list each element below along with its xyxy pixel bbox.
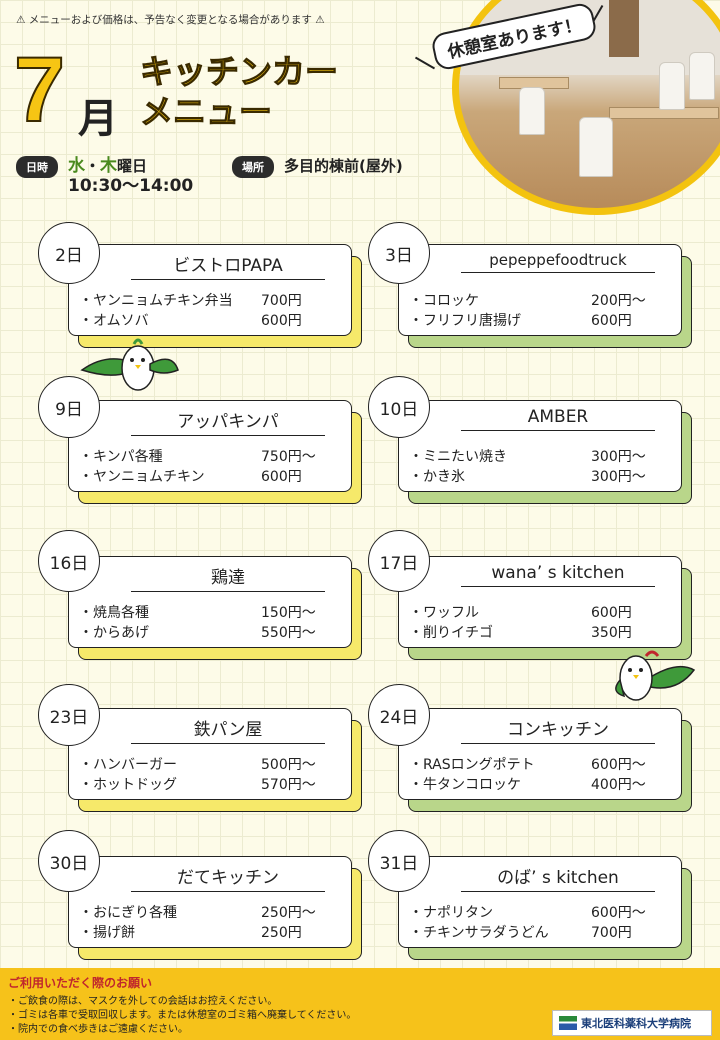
- menu-price: 700円: [261, 293, 302, 309]
- menu-card: 鶏達 ・焼鳥各種 150円〜 ・からあげ 550円〜: [68, 556, 362, 660]
- title-line-1: キッチンカー: [139, 51, 338, 91]
- date-circle: 2日: [38, 222, 100, 284]
- menu-item: ・かき氷: [409, 469, 465, 485]
- menu-item: ・からあげ: [79, 625, 149, 641]
- menu-price: 400円〜: [591, 777, 646, 793]
- menu-card: wana’ s kitchen ・ワッフル 600円 ・削りイチゴ 350円: [398, 556, 692, 660]
- date-circle: 17日: [368, 530, 430, 592]
- place-text: 多目的棟前(屋外): [284, 157, 403, 175]
- date-circle: 30日: [38, 830, 100, 892]
- vendor-name: wana’ s kitchen: [461, 563, 655, 587]
- menu-price: 750円〜: [261, 449, 316, 465]
- menu-price: 250円: [261, 925, 302, 941]
- menu-card: だてキッチン ・おにぎり各種 250円〜 ・揚げ餅 250円: [68, 856, 362, 960]
- footer-note: ・院内での食べ歩きはご遠慮ください。: [8, 1024, 188, 1035]
- vendor-name: アッパキンパ: [131, 407, 325, 436]
- menu-price: 500円〜: [261, 757, 316, 773]
- menu-price: 150円〜: [261, 605, 316, 621]
- vendor-name: のば’ s kitchen: [461, 863, 655, 892]
- menu-price: 600円: [261, 469, 302, 485]
- menu-item: ・ワッフル: [409, 605, 479, 621]
- menu-item: ・チキンサラダうどん: [409, 925, 549, 941]
- menu-item: ・焼鳥各種: [79, 605, 149, 621]
- menu-item: ・オムソバ: [79, 313, 149, 329]
- menu-price: 570円〜: [261, 777, 316, 793]
- menu-card: 鉄パン屋 ・ハンバーガー 500円〜 ・ホットドッグ 570円〜: [68, 708, 362, 812]
- date-circle: 23日: [38, 684, 100, 746]
- place-info: 場所 多目的棟前(屋外): [232, 156, 403, 178]
- place-label: 場所: [232, 156, 274, 178]
- menu-item: ・牛タンコロッケ: [409, 777, 521, 793]
- vendor-name: pepeppefoodtruck: [461, 251, 655, 273]
- menu-item: ・ミニたい焼き: [409, 449, 507, 465]
- menu-item: ・ホットドッグ: [79, 777, 177, 793]
- bird-mascot-icon: [615, 650, 696, 701]
- menu-price: 300円〜: [591, 469, 646, 485]
- date-circle: 9日: [38, 376, 100, 438]
- vendor-name: 鶏達: [131, 563, 325, 592]
- datetime-label: 日時: [16, 156, 58, 178]
- menu-card: のば’ s kitchen ・ナポリタン 600円〜 ・チキンサラダうどん 700円: [398, 856, 692, 960]
- menu-item: ・ハンバーガー: [79, 757, 177, 773]
- menu-price: 250円〜: [261, 905, 316, 921]
- menu-item: ・RASロングポテト: [409, 757, 535, 773]
- menu-item: ・揚げ餅: [79, 925, 135, 941]
- menu-card: アッパキンパ ・キンパ各種 750円〜 ・ヤンニョムチキン 600円: [68, 400, 362, 504]
- menu-price: 700円: [591, 925, 632, 941]
- month-number: 7: [13, 39, 66, 141]
- menu-price: 300円〜: [591, 449, 646, 465]
- page-title: キッチンカー メニュー: [139, 51, 338, 132]
- vendor-name: コンキッチン: [461, 715, 655, 744]
- date-circle: 16日: [38, 530, 100, 592]
- menu-price: 600円: [591, 313, 632, 329]
- hospital-logo: 東北医科薬科大学病院: [552, 1010, 712, 1036]
- menu-item: ・フリフリ唐揚げ: [409, 313, 521, 329]
- footer-note: ・ご飲食の際は、マスクを外しての会話はお控えください。: [8, 996, 278, 1007]
- weekday-suffix: 曜日: [117, 157, 148, 175]
- menu-item: ・ヤンニョムチキン: [79, 469, 205, 485]
- datetime-text: 水・木曜日 10:30〜14:00: [68, 156, 193, 196]
- menu-card: pepeppefoodtruck ・コロッケ 200円〜 ・フリフリ唐揚げ 600円: [398, 244, 692, 348]
- price-change-notice: ⚠ メニューおよび価格は、予告なく変更となる場合があります ⚠: [16, 14, 325, 26]
- menu-item: ・コロッケ: [409, 293, 479, 309]
- menu-price: 600円〜: [591, 757, 646, 773]
- menu-item: ・おにぎり各種: [79, 905, 177, 921]
- datetime-info: 日時 水・木曜日 10:30〜14:00: [16, 156, 193, 196]
- vendor-name: だてキッチン: [131, 863, 325, 892]
- menu-price: 600円: [591, 605, 632, 621]
- weekday-sep: ・: [85, 157, 101, 175]
- menu-price: 550円〜: [261, 625, 316, 641]
- month-kanji: 月: [78, 96, 118, 142]
- footer-title: ご利用いただく際のお願い: [8, 976, 153, 990]
- date-circle: 24日: [368, 684, 430, 746]
- vendor-name: 鉄パン屋: [131, 715, 325, 744]
- date-circle: 31日: [368, 830, 430, 892]
- footer-note: ・ゴミは各車で受取回収します。または休憩室のゴミ箱へ廃棄してください。: [8, 1010, 357, 1021]
- menu-price: 600円: [261, 313, 302, 329]
- bird-mascot-icon: [80, 338, 179, 391]
- menu-price: 200円〜: [591, 293, 646, 309]
- hospital-mark-icon: [559, 1016, 577, 1030]
- weekday-1: 水: [68, 156, 85, 176]
- menu-card: ビストロPAPA ・ヤンニョムチキン弁当 700円 ・オムソバ 600円: [68, 244, 362, 348]
- menu-card: AMBER ・ミニたい焼き 300円〜 ・かき氷 300円〜: [398, 400, 692, 504]
- date-circle: 10日: [368, 376, 430, 438]
- date-circle: 3日: [368, 222, 430, 284]
- menu-card: コンキッチン ・RASロングポテト 600円〜 ・牛タンコロッケ 400円〜: [398, 708, 692, 812]
- menu-price: 600円〜: [591, 905, 646, 921]
- title-line-2: メニュー: [139, 91, 272, 131]
- menu-item: ・ヤンニョムチキン弁当: [79, 293, 233, 309]
- menu-item: ・削りイチゴ: [409, 625, 493, 641]
- vendor-name: ビストロPAPA: [131, 251, 325, 280]
- menu-item: ・ナポリタン: [409, 905, 493, 921]
- menu-item: ・キンパ各種: [79, 449, 163, 465]
- vendor-name: AMBER: [461, 407, 655, 431]
- hospital-name: 東北医科薬科大学病院: [581, 1017, 691, 1030]
- menu-price: 350円: [591, 625, 632, 641]
- weekday-2: 木: [100, 156, 118, 176]
- time-range: 10:30〜14:00: [68, 176, 194, 196]
